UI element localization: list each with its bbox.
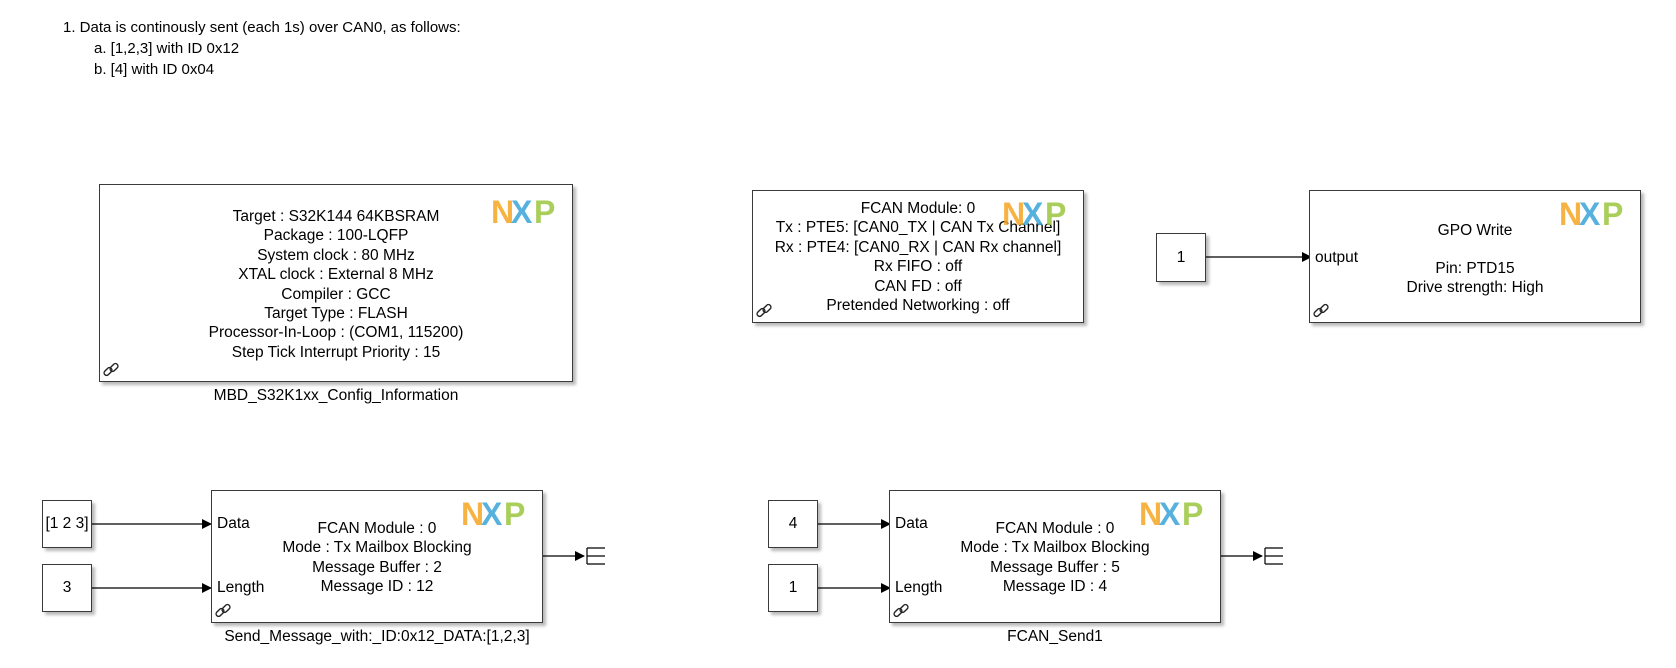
nxp-logo (1002, 197, 1067, 229)
constant-block-length-1[interactable]: 3 (42, 564, 92, 612)
gpo-line: Drive strength: High (1406, 279, 1544, 297)
config-block-caption: MBD_S32K1xx_Config_Information (213, 387, 459, 404)
send1-line: Mode : Tx Mailbox Blocking (282, 539, 472, 557)
fcan-config-lines: FCAN Module: 0 Tx : PTE5: [CAN0_TX | CAN… (753, 199, 1083, 315)
constant-block-length-2[interactable]: 1 (768, 564, 818, 612)
config-line: Processor-In-Loop : (COM1, 115200) (208, 324, 464, 342)
config-line: Target : S32K144 64KBSRAM (232, 208, 440, 225)
send2-lines: FCAN Module : 0 Mode : Tx Mailbox Blocki… (890, 519, 1220, 597)
nxp-logo (461, 497, 526, 529)
send1-line: Message Buffer : 2 (312, 558, 442, 576)
fcan-config-line: Pretended Networking : off (826, 297, 1010, 315)
fcan-config-line: FCAN Module: 0 (860, 200, 976, 217)
library-link-icon (214, 602, 232, 619)
config-line: XTAL clock : External 8 MHz (238, 266, 434, 284)
constant-block-gpo[interactable]: 1 (1156, 233, 1206, 282)
send2-line: FCAN Module : 0 (995, 520, 1115, 537)
send1-lines: FCAN Module : 0 Mode : Tx Mailbox Blocki… (212, 519, 542, 597)
gpo-input-port-label: output (1315, 249, 1359, 266)
send2-line: Message ID : 4 (1002, 578, 1108, 596)
send2-line: Mode : Tx Mailbox Blocking (960, 539, 1150, 557)
nxp-logo (1559, 197, 1624, 229)
send1-line: FCAN Module : 0 (317, 520, 437, 537)
config-line: Step Tick Interrupt Priority : 15 (231, 343, 441, 361)
gpo-write-block[interactable]: GPO Write Pin: PTD15 Drive strength: Hig… (1309, 190, 1641, 323)
terminator-send2 (1264, 547, 1283, 565)
library-link-icon (102, 361, 120, 378)
config-line: System clock : 80 MHz (257, 246, 415, 264)
send1-length-port-label: Length (217, 579, 265, 596)
send2-length-port-label: Length (895, 579, 943, 596)
send2-data-port-label: Data (895, 515, 928, 532)
send2-line: Message Buffer : 5 (990, 558, 1120, 576)
fcan-config-block[interactable]: FCAN Module: 0 Tx : PTE5: [CAN0_TX | CAN… (752, 190, 1084, 323)
nxp-logo (1139, 497, 1204, 529)
library-link-icon (1312, 302, 1330, 319)
fcan-config-line: Tx : PTE5: [CAN0_TX | CAN Tx Channel] (775, 219, 1061, 237)
config-line: Target Type : FLASH (264, 305, 408, 323)
send2-block-caption: FCAN_Send1 (1007, 628, 1103, 645)
library-link-icon (755, 302, 773, 319)
fcan-send-block-2[interactable]: FCAN Module : 0 Mode : Tx Mailbox Blocki… (889, 490, 1221, 623)
fcan-config-line: Rx FIFO : off (873, 258, 963, 276)
terminator-send1 (586, 547, 605, 565)
gpo-lines: Pin: PTD15 Drive strength: High (1310, 259, 1640, 298)
config-line: Compiler : GCC (281, 285, 391, 303)
library-link-icon (892, 602, 910, 619)
send1-line: Message ID : 12 (320, 578, 434, 596)
annotation-line-3: b. [4] with ID 0x04 (94, 61, 215, 78)
config-lines: Target : S32K144 64KBSRAM Package : 100-… (100, 207, 572, 362)
fcan-send-block-1[interactable]: FCAN Module : 0 Mode : Tx Mailbox Blocki… (211, 490, 543, 623)
gpo-title-text: GPO Write (1437, 222, 1513, 239)
fcan-config-line: Rx : PTE4: [CAN0_RX | CAN Rx channel] (774, 238, 1062, 256)
config-line: Package : 100-LQFP (263, 227, 409, 245)
gpo-line: Pin: PTD15 (1435, 260, 1515, 277)
config-information-block[interactable]: Target : S32K144 64KBSRAM Package : 100-… (99, 184, 573, 382)
send1-block-caption: Send_Message_with:_ID:0x12_DATA:[1,2,3] (224, 628, 530, 645)
gpo-title: GPO Write (1310, 221, 1640, 240)
constant-block-data-2[interactable]: 4 (768, 500, 818, 548)
send1-data-port-label: Data (217, 515, 250, 532)
annotation-line-1: 1. Data is continously sent (each 1s) ov… (63, 19, 461, 36)
fcan-config-line: CAN FD : off (874, 277, 962, 295)
nxp-logo (491, 195, 556, 227)
annotation-line-2: a. [1,2,3] with ID 0x12 (94, 40, 240, 57)
constant-block-data-1[interactable]: [1 2 3] (42, 500, 92, 548)
